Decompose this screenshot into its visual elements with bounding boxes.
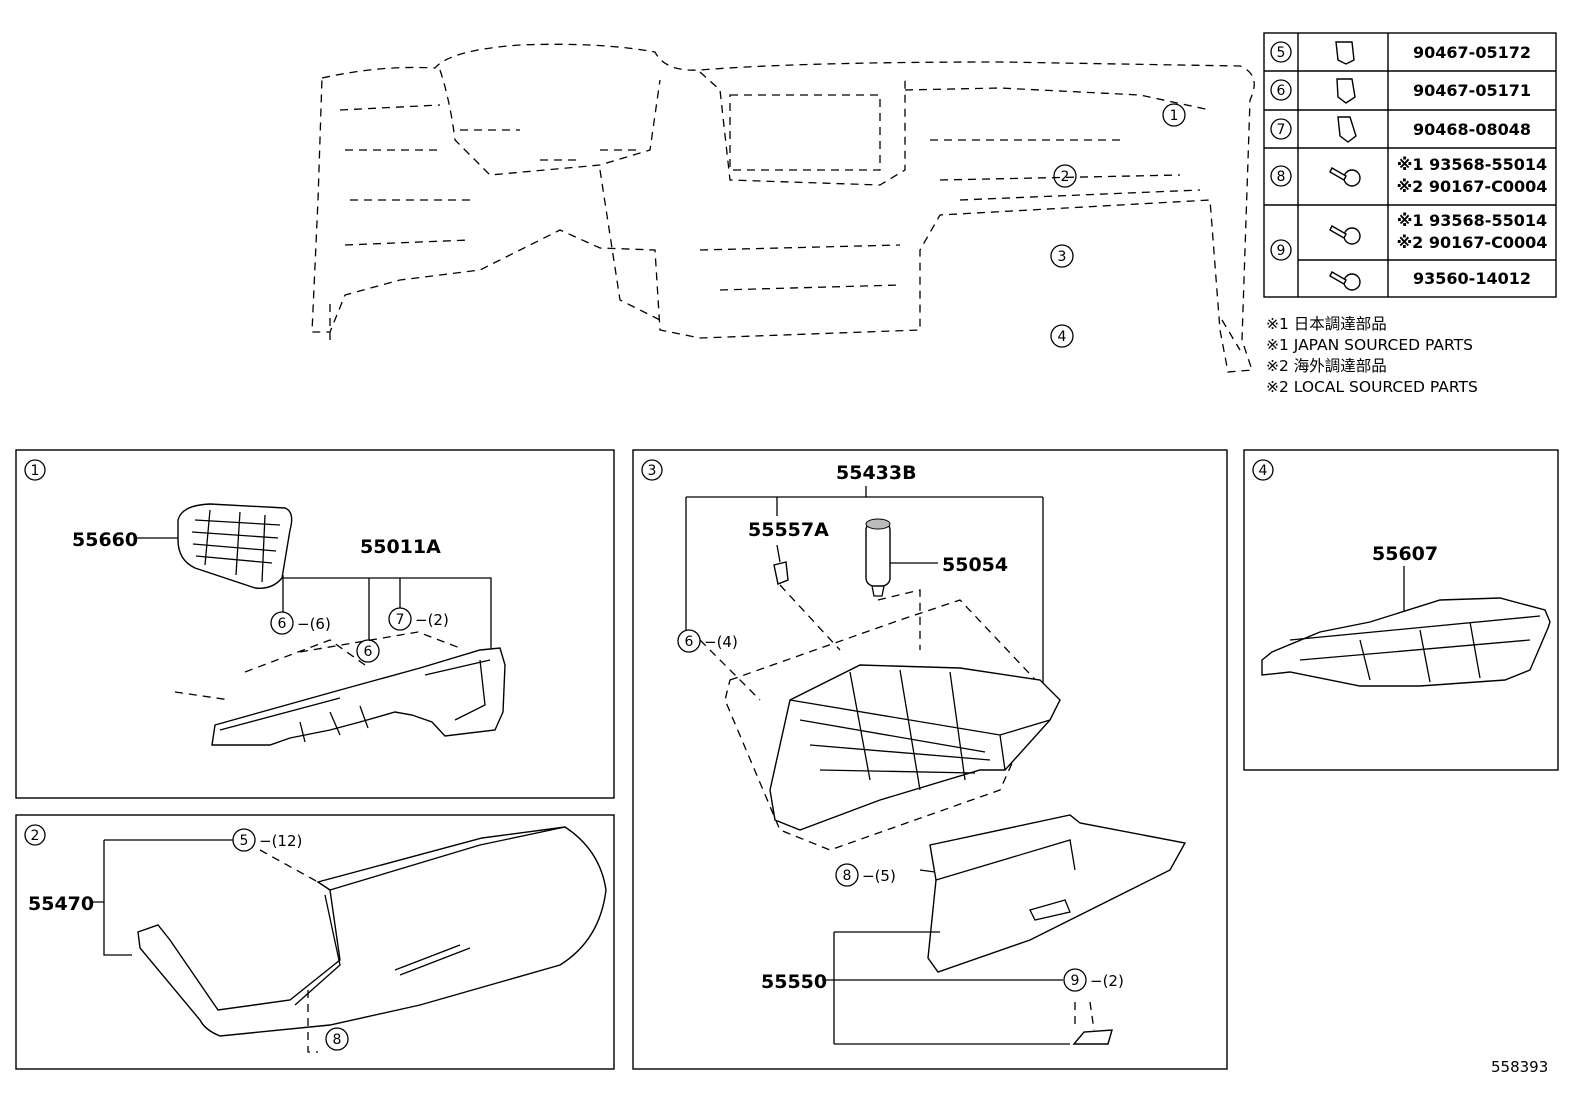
clip-callout-9-label: 9 [1071,973,1080,989]
overview-callout-3-label: 3 [1058,249,1067,265]
air-vent-55660 [177,503,293,589]
clip-callout-8-panel3-label: 8 [843,868,852,884]
damper-55054 [865,518,891,597]
table-callout-7-label: 7 [1277,122,1286,138]
panel-3-callout: 3 [648,463,657,479]
clip-callout-6-panel3 [677,629,701,653]
clip-callout-6b [356,639,380,663]
clip-qty-9: −(2) [1090,972,1124,990]
clip-qty-6a: −(6) [297,615,331,633]
clip-callout-6-panel3-label: 6 [685,634,694,650]
overview-callout-3 [1050,244,1074,268]
table-callout-8 [1270,165,1292,187]
clip-callout-5-label: 5 [240,833,249,849]
lower-panel-55470 [137,826,607,1037]
clip-callout-8-panel3 [835,863,859,887]
part-label-55550: 55550 [761,971,827,993]
glove-box-door-55550 [919,814,1187,973]
table-part-90467-05172: 90467-05172 [1413,43,1531,62]
clip-callout-6a [270,611,294,635]
dashboard-overview: 1 2 3 4 [311,43,1255,373]
table-part-90167-C0004-b: ※2 90167-C0004 [1397,233,1548,252]
panel-2-callout: 2 [31,828,40,844]
clip-callout-8-panel2 [325,1027,349,1051]
note-japan-jp: ※1 日本調達部品 [1266,315,1387,333]
table-part-90467-05171: 90467-05171 [1413,81,1531,100]
latch-plate [1072,1029,1113,1045]
part-label-55433B: 55433B [836,462,917,484]
clip-callout-7 [388,607,412,631]
fastener-table: 5 90467-05172 6 90467-05171 7 90468-0804… [1263,32,1557,298]
table-part-93568-55014-b: ※1 93568-55014 [1397,211,1547,230]
part-label-55011A: 55011A [360,536,441,558]
table-callout-7 [1270,118,1292,140]
table-part-90167-C0004: ※2 90167-C0004 [1397,177,1548,196]
clip-callout-5 [232,828,256,852]
table-callout-8-label: 8 [1277,169,1286,185]
overview-callout-4 [1050,324,1074,348]
table-callout-6-label: 6 [1277,83,1286,99]
panel-2: 2 55470 5 −(12) 8 [15,814,615,1070]
clip-callout-7-label: 7 [396,612,405,628]
screw-icon [1329,225,1361,245]
panel-4-callout: 4 [1259,463,1268,479]
clip-callout-6b-label: 6 [364,644,373,660]
overview-callout-2 [1053,164,1077,188]
clip-qty-6-panel3: −(4) [704,633,738,651]
table-part-90468-08048: 90468-08048 [1413,120,1531,139]
screw-icon [1329,271,1361,291]
note-local-en: ※2 LOCAL SOURCED PARTS [1266,378,1478,396]
sourcing-notes: ※1 日本調達部品 ※1 JAPAN SOURCED PARTS ※2 海外調達… [1266,315,1478,396]
table-callout-9 [1270,239,1292,261]
table-callout-5 [1270,41,1292,63]
part-label-55557A: 55557A [748,519,829,541]
dash-outline [311,43,1255,373]
part-label-55054: 55054 [942,554,1008,576]
clip-icon [1335,41,1355,65]
instrument-bracket-55011A [211,647,506,746]
table-part-93560-14012: 93560-14012 [1413,269,1531,288]
clip-icon [1337,116,1357,143]
clip-qty-5: −(12) [259,832,302,850]
note-local-jp: ※2 海外調達部品 [1266,357,1387,375]
panel-1: 1 55660 55011A 6 −(6) 6 7 −(2) [15,449,615,799]
clip-qty-7: −(2) [415,611,449,629]
table-callout-5-label: 5 [1277,45,1286,61]
part-label-55660: 55660 [72,529,138,551]
table-callout-6 [1270,79,1292,101]
panel-3: 3 55433B 55557A 55054 8 −(5) 6 −(4) [632,449,1228,1070]
part-label-55607: 55607 [1372,543,1438,565]
overview-callout-2-label: 2 [1061,169,1070,185]
panel-4: 4 55607 [1243,449,1559,771]
bumper-55557A [773,561,789,585]
note-japan-en: ※1 JAPAN SOURCED PARTS [1266,336,1473,354]
table-callout-9-label: 9 [1277,243,1286,259]
clip-qty-8: −(5) [862,867,896,885]
clip-callout-9 [1063,968,1087,992]
overview-callout-4-label: 4 [1058,329,1067,345]
figure-code: 558393 [1491,1058,1548,1076]
part-label-55470: 55470 [28,893,94,915]
clip-callout-6a-label: 6 [278,616,287,632]
clip-callout-8-panel2-label: 8 [333,1032,342,1048]
glove-box-housing [769,664,1061,831]
cover-55607 [1261,597,1551,687]
clip-icon [1336,78,1356,104]
overview-callout-1-label: 1 [1170,108,1179,124]
screw-icon [1329,167,1361,187]
overview-callout-1 [1162,103,1186,127]
table-part-93568-55014: ※1 93568-55014 [1397,155,1547,174]
panel-1-callout: 1 [31,463,40,479]
